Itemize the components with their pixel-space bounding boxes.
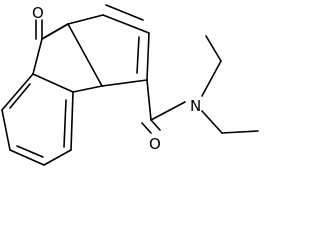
canvas-background (0, 0, 262, 169)
five-membered-ring (32, 23, 103, 93)
ketone-double-bond (35, 19, 43, 40)
amide-oxygen-label: O (149, 135, 161, 153)
ketone-oxygen-label: O (32, 4, 44, 22)
lower-benzene-ring (1, 73, 74, 166)
ethyl-upper (201, 35, 222, 97)
amide-carbonyl-bonds (141, 79, 186, 134)
structure-canvas: O O N (0, 0, 262, 169)
ethyl-lower (201, 110, 259, 134)
amide-nitrogen-label: N (190, 97, 201, 115)
